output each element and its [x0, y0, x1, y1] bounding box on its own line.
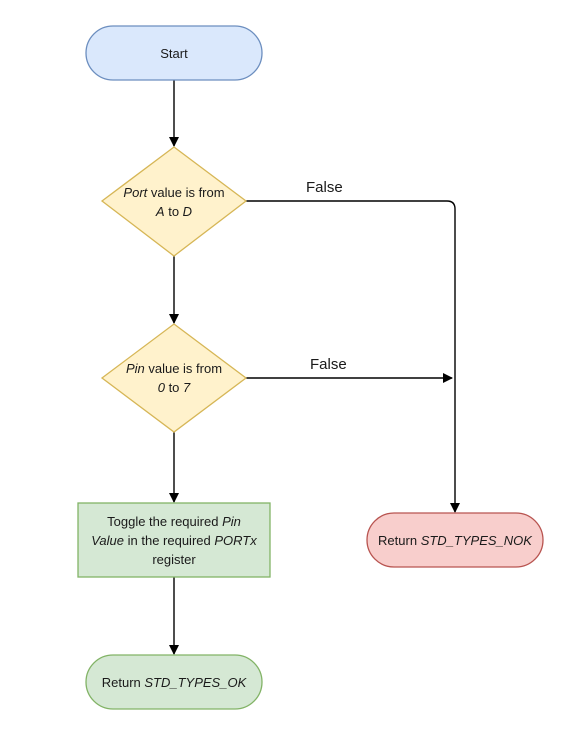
- port-check-text: value is from: [147, 185, 225, 200]
- start-label: Start: [86, 26, 262, 80]
- return-nok-prefix: Return: [378, 532, 421, 548]
- return-ok-label: Return STD_TYPES_OK: [86, 655, 262, 709]
- toggle-portx-term: PORTx: [214, 532, 257, 548]
- toggle-value-term: Value: [91, 532, 125, 548]
- pin-range-start: 0: [157, 380, 165, 395]
- port-check-line-2: A to D: [156, 202, 192, 221]
- return-ok-line: Return STD_TYPES_OK: [102, 673, 247, 692]
- return-nok-line: Return STD_TYPES_NOK: [378, 531, 532, 550]
- port-range-start: A: [155, 204, 165, 219]
- port-false-label: False: [306, 179, 343, 196]
- edge-port-check-false: [246, 200, 460, 513]
- toggle-label: Toggle the required Pin Value in the req…: [78, 503, 270, 577]
- return-nok-label: Return STD_TYPES_NOK: [367, 513, 543, 567]
- return-nok-value: STD_TYPES_NOK: [420, 532, 532, 548]
- return-ok-prefix: Return: [101, 674, 145, 690]
- pin-false-label: False: [310, 356, 347, 373]
- toggle-line-2: Value in the required PORTx: [91, 531, 257, 550]
- toggle-process: [77, 502, 271, 578]
- toggle-text-2: in the required: [124, 532, 215, 548]
- port-check-line-1: Port value is from: [123, 183, 224, 202]
- port-range-end: D: [182, 204, 193, 219]
- return-nok-terminal: [366, 512, 544, 568]
- start-text: Start: [160, 45, 188, 61]
- pin-range-to: to: [164, 380, 184, 395]
- pin-check-line-1: Pin value is from: [126, 359, 222, 378]
- toggle-line-3: register: [152, 551, 196, 567]
- pin-term: Pin: [125, 361, 145, 376]
- toggle-line-1: Toggle the required Pin: [107, 512, 241, 531]
- port-range-to: to: [164, 204, 183, 219]
- pin-check-line-2: 0 to 7: [158, 378, 191, 397]
- toggle-text-1: Toggle the required: [107, 513, 223, 529]
- return-ok-value: STD_TYPES_OK: [144, 674, 247, 690]
- start-node: [85, 25, 263, 81]
- port-check-label: Port value is from A to D: [102, 166, 246, 238]
- pin-check-decision: [100, 323, 248, 433]
- port-check-decision: [100, 146, 248, 257]
- return-ok-terminal: [85, 654, 263, 710]
- pin-check-text: value is from: [144, 361, 223, 376]
- pin-range-end: 7: [183, 380, 191, 395]
- toggle-pin-term: Pin: [222, 513, 241, 529]
- port-term: Port: [123, 185, 148, 200]
- pin-check-label: Pin value is from 0 to 7: [102, 348, 246, 408]
